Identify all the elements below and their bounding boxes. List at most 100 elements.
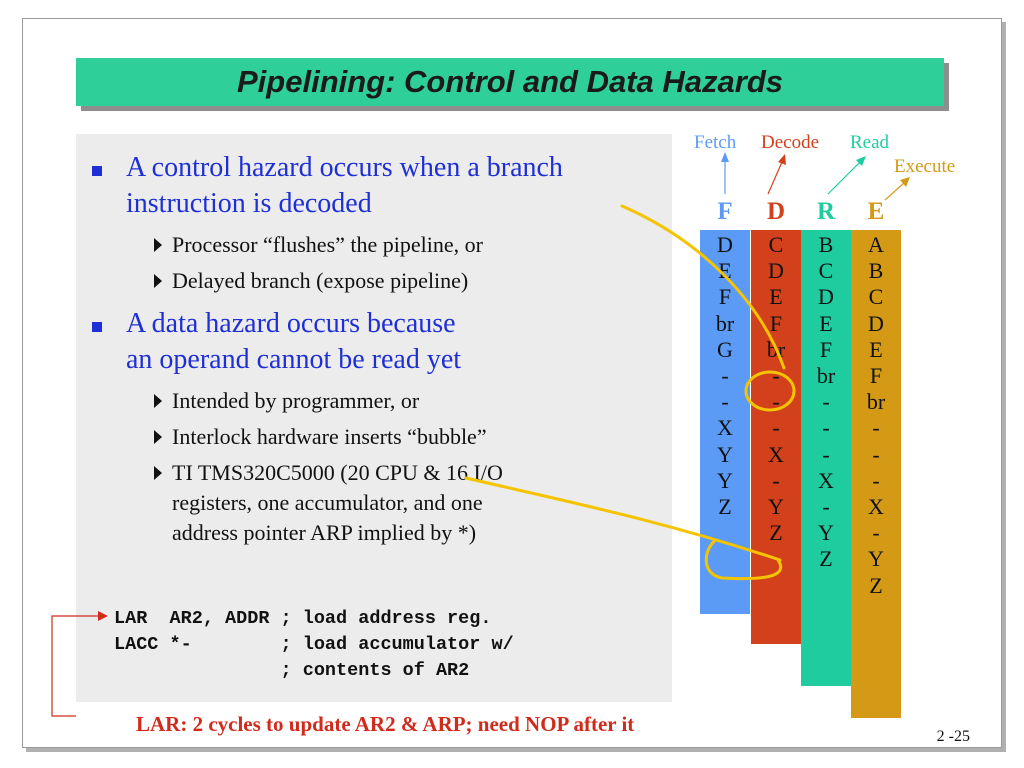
pipeline-cell: X (868, 494, 884, 520)
content-panel (76, 134, 672, 702)
pipeline-cell: D (868, 310, 884, 336)
triangle-bullet-icon (154, 430, 162, 444)
sub-bullet-text: Delayed branch (expose pipeline) (172, 268, 469, 293)
pipeline-cell: E (718, 258, 732, 284)
pipeline-cell: F (819, 336, 833, 362)
pipeline-cell: Y (868, 546, 884, 572)
pipeline-cell: Z (718, 494, 732, 520)
pipeline-cell: C (818, 258, 834, 284)
page-number: 2 -25 (936, 728, 970, 745)
pipeline-cell: - (772, 415, 780, 441)
pipeline-cell: - (872, 415, 880, 441)
stage-letter-fetch: F (717, 198, 733, 225)
pipeline-cell: - (872, 520, 880, 546)
highlight-circle-br (744, 370, 796, 412)
code-line: ; contents of AR2 (114, 660, 470, 681)
stage-name-execute: Execute (894, 156, 956, 177)
bullet-text: A control hazard occurs when a branch (126, 152, 563, 183)
pipeline-cell: - (822, 415, 830, 441)
pipeline-cell: D (818, 284, 834, 310)
stage-name-read: Read (850, 132, 890, 153)
pipeline-cell: - (772, 363, 780, 389)
bracket-arrow-head (98, 611, 108, 621)
sub-bullet-text: TI TMS320C5000 (20 CPU & 16 I/O (172, 460, 503, 485)
pipeline-cell: E (869, 336, 883, 362)
pipeline-cell: - (772, 389, 780, 415)
pipeline-cell: - (772, 467, 780, 493)
pipeline-cell: - (872, 467, 880, 493)
pipeline-cell: - (822, 441, 830, 467)
highlight-curve-data (464, 476, 782, 562)
pipeline-cell: A (868, 232, 884, 257)
nop-note: LAR: 2 cycles to update AR2 & ARP; need … (136, 712, 635, 736)
pipeline-cell: Y (768, 494, 784, 520)
pipeline-cell: br (866, 389, 886, 415)
stage-letter-execute: E (867, 198, 885, 225)
stage-name-fetch: Fetch (694, 132, 737, 153)
pipeline-cell: - (822, 389, 830, 415)
pipeline-cell: br (715, 310, 735, 336)
sub-bullet-text: registers, one accumulator, and one (172, 490, 483, 515)
sub-bullet-text: address pointer ARP implied by *) (172, 520, 477, 545)
sub-bullet: TI TMS320C5000 (20 CPU & 16 I/O register… (88, 458, 668, 548)
pipeline-cell: - (822, 494, 830, 520)
decode-arrow-head (778, 154, 786, 165)
sub-bullet: Processor “flushes” the pipeline, or (88, 230, 668, 260)
bullet-list: A control hazard occurs when a branch in… (88, 150, 668, 548)
pipeline-cell: Y (717, 467, 733, 493)
code-line: LAR AR2, ADDR ; load address reg. (114, 608, 492, 629)
sub-bullet: Interlock hardware inserts “bubble” (88, 422, 668, 452)
bullet-data-hazard: A data hazard occurs because an operand … (88, 306, 668, 378)
highlight-curve-control (620, 204, 786, 370)
pipeline-cell: X (818, 467, 834, 493)
bullet-text: A data hazard occurs because (126, 308, 456, 339)
square-bullet-icon (92, 166, 102, 176)
pipeline-cell: F (869, 363, 883, 389)
sub-bullet-text: Intended by programmer, or (172, 388, 420, 413)
sub-bullet: Intended by programmer, or (88, 386, 668, 416)
pipeline-cell: E (819, 310, 833, 336)
pipeline-cell: - (721, 363, 729, 389)
pipeline-cell: - (872, 441, 880, 467)
bracket-line (51, 615, 100, 717)
stage-letter-decode: D (766, 198, 786, 225)
sub-bullet-text: Processor “flushes” the pipeline, or (172, 232, 483, 257)
fetch-arrow-head (721, 152, 729, 162)
pipeline-cell: br (816, 363, 836, 389)
pipeline-cell: F (718, 284, 732, 310)
pipeline-cell: C (868, 284, 884, 310)
execute-arrow-head (900, 177, 910, 187)
triangle-bullet-icon (154, 466, 162, 480)
highlight-circle-y (704, 538, 782, 581)
code-line: LACC *- ; load accumulator w/ (114, 634, 514, 655)
decode-arrow (767, 161, 783, 195)
pipeline-cell: C (768, 232, 784, 257)
pipeline-cell: F (769, 310, 783, 336)
bullet-control-hazard: A control hazard occurs when a branch in… (88, 150, 668, 222)
read-arrow (827, 161, 861, 195)
pipeline-cell: Z (869, 572, 883, 598)
pipeline-cell: Z (769, 520, 783, 546)
pipeline-cell: Z (819, 546, 833, 572)
pipeline-cell: - (721, 389, 729, 415)
pipeline-cell: X (717, 415, 733, 441)
stage-letter-read: R (816, 198, 836, 225)
pipeline-cell: D (768, 258, 784, 284)
pipeline-cell: D (717, 232, 733, 257)
pipeline-cell: B (818, 232, 834, 257)
bullet-text: an operand cannot be read yet (126, 344, 462, 375)
square-bullet-icon (92, 322, 102, 332)
pipeline-cell: E (769, 284, 783, 310)
pipeline-cell: G (717, 336, 733, 362)
title-bar: Pipelining: Control and Data Hazards (76, 58, 944, 106)
pipeline-cell: Y (717, 441, 733, 467)
sub-bullet: Delayed branch (expose pipeline) (88, 266, 668, 296)
triangle-bullet-icon (154, 274, 162, 288)
slide-title: Pipelining: Control and Data Hazards (237, 64, 783, 99)
triangle-bullet-icon (154, 394, 162, 408)
code-block: LAR AR2, ADDR ; load address reg. LACC *-… (114, 606, 514, 684)
stage-name-decode: Decode (761, 132, 820, 153)
